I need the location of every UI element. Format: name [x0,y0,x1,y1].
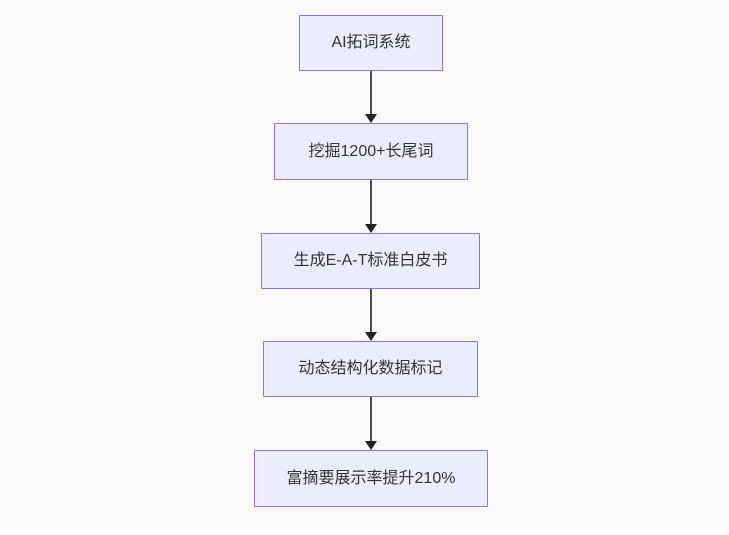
flow-node-label: 动态结构化数据标记 [298,360,443,378]
flow-node-rich-snippet-result: 富摘要展示率提升210% [254,450,488,507]
arrow-down-icon [365,224,377,233]
flow-node-ai-keyword-system: AI拓词系统 [299,15,443,71]
flow-edge-3-4 [365,289,377,341]
flow-node-structured-data-markup: 动态结构化数据标记 [263,341,478,397]
arrow-down-icon [365,332,377,341]
edge-line [370,180,372,226]
flow-node-label: 挖掘1200+长尾词 [308,142,434,160]
edge-line [370,289,372,334]
flow-node-label: AI拓词系统 [331,34,411,52]
arrow-down-icon [365,114,377,123]
flow-node-label: 富摘要展示率提升210% [286,469,456,487]
flow-node-label: 生成E-A-T标准白皮书 [293,252,448,270]
flow-node-longtail-mining: 挖掘1200+长尾词 [274,123,468,180]
flow-edge-2-3 [365,180,377,233]
edge-line [370,71,372,116]
flow-edge-1-2 [365,71,377,123]
arrow-down-icon [365,441,377,450]
flow-edge-4-5 [365,397,377,450]
flow-node-eat-whitepaper: 生成E-A-T标准白皮书 [261,233,480,289]
edge-line [370,397,372,443]
